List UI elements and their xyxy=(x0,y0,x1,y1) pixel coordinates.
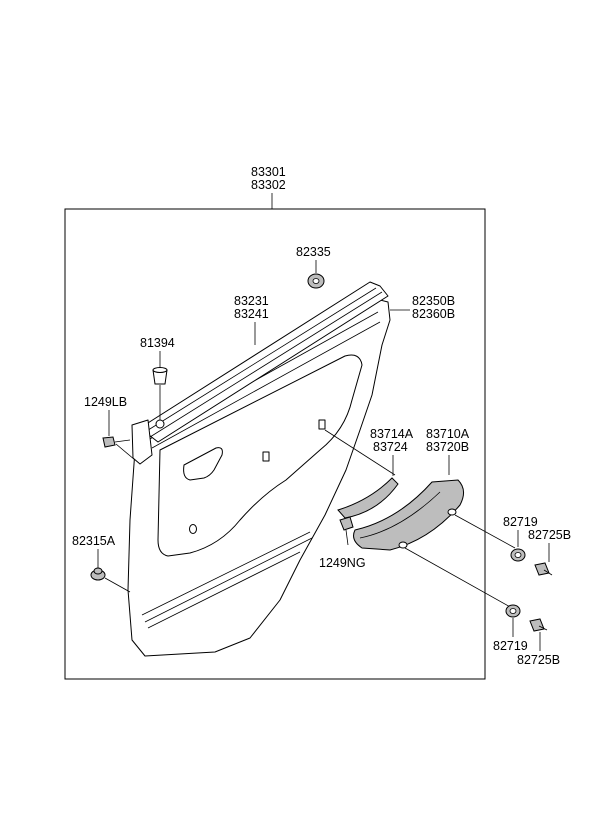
label-83231: 83231 xyxy=(234,294,269,308)
door-trim-panel xyxy=(127,299,391,657)
label-83724: 83724 xyxy=(373,440,408,454)
slot-2 xyxy=(318,419,326,430)
cap-82719-upper-icon xyxy=(510,548,526,562)
assembly-label-1: 83301 xyxy=(251,165,286,179)
clip-82335-icon xyxy=(307,273,325,289)
assembly-frame xyxy=(64,208,486,680)
screw-82725B-lower-icon xyxy=(529,618,548,632)
hole xyxy=(189,524,197,534)
label-81394: 81394 xyxy=(140,336,175,350)
label-1249LB: 1249LB xyxy=(84,395,127,409)
label-83714A: 83714A xyxy=(370,427,414,441)
bracket-icon xyxy=(337,477,399,519)
label-82315A: 82315A xyxy=(72,534,116,548)
label-82350B: 82350B xyxy=(412,294,455,308)
assembly-label-2: 83302 xyxy=(251,178,286,192)
label-82360B: 82360B xyxy=(412,307,455,321)
label-83720B: 83720B xyxy=(426,440,469,454)
fastener-hole xyxy=(155,419,165,429)
label-83710A: 83710A xyxy=(426,427,470,441)
label-83241: 83241 xyxy=(234,307,269,321)
label-82719-upper: 82719 xyxy=(503,515,538,529)
slot-1 xyxy=(262,451,270,462)
weatherstrip xyxy=(131,281,389,465)
screw-1249NG-icon xyxy=(339,516,354,546)
label-82335: 82335 xyxy=(296,245,331,259)
fastener-81394-icon xyxy=(152,367,168,385)
label-1249NG: 1249NG xyxy=(319,556,366,570)
clip-82315A-icon xyxy=(90,567,106,581)
label-82719-lower: 82719 xyxy=(493,639,528,653)
screw-1249LB-icon xyxy=(102,436,131,448)
label-82725B-upper: 82725B xyxy=(528,528,571,542)
screw-82725B-upper-icon xyxy=(534,562,553,576)
label-82725B-lower: 82725B xyxy=(517,653,560,667)
handle-icon xyxy=(353,479,464,551)
cap-82719-lower-icon xyxy=(505,604,521,618)
